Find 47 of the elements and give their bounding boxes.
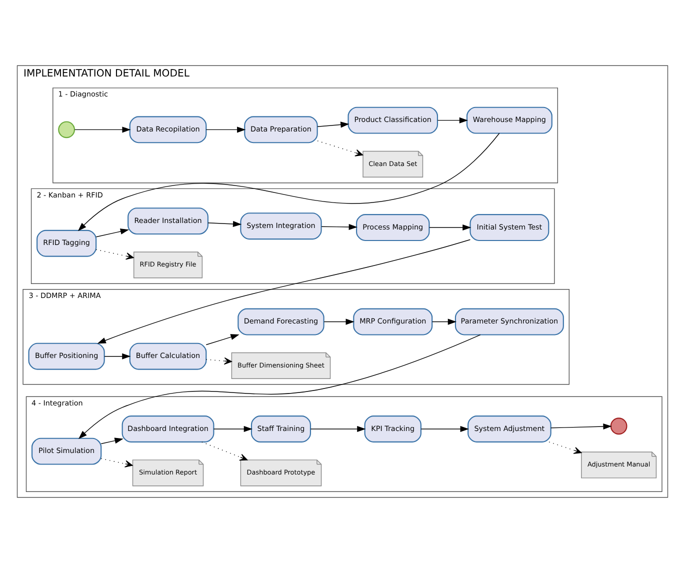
arrow (437, 117, 468, 124)
node-box: System Integration (240, 212, 322, 240)
node-box: RFID Tagging (36, 230, 97, 257)
node-circle (610, 418, 628, 435)
arrow (206, 126, 246, 133)
arrow (74, 126, 131, 133)
node-box: Data Preparation (244, 116, 318, 144)
arrow (97, 239, 471, 344)
arrow (78, 334, 481, 440)
node-box: Reader Installation (128, 208, 208, 235)
arrow (202, 442, 248, 461)
arrow (104, 353, 131, 360)
node-box: MRP Configuration (353, 308, 433, 336)
node-box: Demand Forecasting (238, 308, 324, 336)
arrow (78, 132, 500, 232)
arrow (429, 224, 472, 231)
node-box: Staff Training (250, 416, 312, 442)
node-box: Process Mapping (356, 214, 430, 242)
node-circle (58, 121, 75, 138)
arrow (213, 426, 252, 432)
arrow (310, 426, 366, 432)
node-box: Warehouse Mapping (466, 106, 552, 134)
node-box: KPI Tracking (364, 416, 422, 442)
arrow (324, 318, 354, 325)
arrow (100, 438, 124, 444)
node-box: Buffer Calculation (129, 342, 207, 370)
arrow (208, 220, 242, 227)
arrow (317, 140, 364, 156)
node-box: Parameter Synchronization (454, 308, 564, 336)
node-box: Initial System Test (470, 214, 550, 242)
node-box: Pilot Simulation (31, 438, 102, 465)
arrow (100, 458, 133, 468)
arrow (420, 426, 469, 432)
arrow (550, 424, 612, 430)
arrow (548, 442, 582, 454)
node-box: Data Recopilation (129, 116, 207, 144)
arrow (96, 228, 130, 238)
node-box: Dashboard Integration (122, 416, 214, 442)
node-box: System Adjustment (468, 416, 552, 442)
node-box: Product Classification (348, 106, 438, 134)
arrow (321, 224, 358, 230)
arrow (317, 122, 350, 128)
arrow (206, 334, 240, 346)
arrow (96, 249, 134, 260)
node-box: Buffer Positioning (28, 342, 105, 370)
arrow (206, 357, 232, 365)
arrow (432, 318, 457, 325)
